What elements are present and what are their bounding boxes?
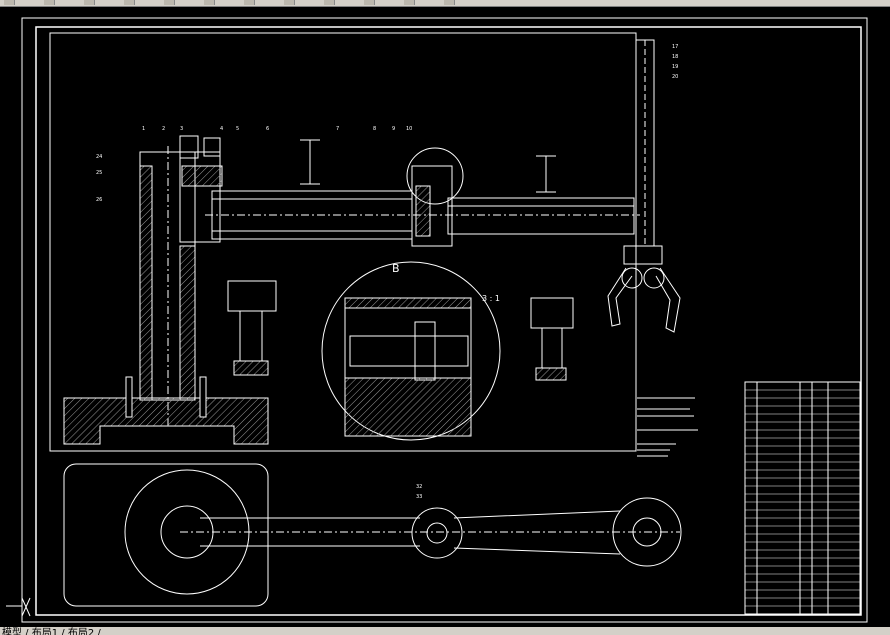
gripper-finger-right (655, 267, 681, 333)
detail-right-base (535, 367, 567, 381)
drawing-area[interactable]: 1 2 3 4 5 6 7 8 9 10 17 18 19 20 24 25 2… (0, 6, 890, 627)
inner-border (35, 26, 862, 616)
callout-top-2: 2 (162, 126, 165, 132)
elbow-detail-circle (406, 147, 464, 205)
column-hatch-right (179, 245, 196, 401)
front-view-frame (49, 32, 637, 452)
detail-view-left (227, 280, 277, 376)
plan-arm-outline (200, 510, 621, 555)
joint-1-cap (179, 135, 199, 159)
base (63, 397, 269, 445)
detail-right-shaft (541, 327, 563, 369)
scale-label: 3 : 1 (482, 294, 500, 303)
technical-notes (637, 397, 698, 457)
detail-left-top (227, 280, 277, 312)
front-view (63, 39, 681, 445)
detail-b-label: B (392, 262, 400, 275)
redo-icon[interactable] (204, 0, 215, 5)
detail-right-top (530, 297, 574, 329)
callout-top-4: 4 (220, 126, 223, 132)
callout-top-9: 9 (392, 126, 395, 132)
layer-icon[interactable] (364, 0, 375, 5)
callout-left-24: 24 (96, 154, 102, 160)
callout-plan-33: 33 (416, 494, 422, 500)
plan-base-plate (63, 463, 269, 607)
callout-left-25: 25 (96, 170, 102, 176)
bolt-left (125, 376, 133, 418)
outer-border (21, 17, 868, 623)
callout-right-20: 20 (672, 74, 678, 80)
gripper-body (623, 245, 663, 265)
pan-icon[interactable] (244, 0, 255, 5)
parts-list-rows (745, 389, 860, 607)
callout-top-7: 7 (336, 126, 339, 132)
zoom-icon[interactable] (284, 0, 295, 5)
detail-left-shaft (239, 310, 263, 362)
callout-top-5: 5 (236, 126, 239, 132)
undo-icon[interactable] (164, 0, 175, 5)
plan-joint-mid-outer (411, 507, 463, 559)
detail-b-shaft (349, 335, 469, 367)
plan-joint-mid-inner (426, 522, 448, 544)
ucs-icon (6, 597, 31, 617)
column-hatch-left (139, 165, 153, 401)
print-icon[interactable] (124, 0, 135, 5)
cad-drawing: 1 2 3 4 5 6 7 8 9 10 17 18 19 20 24 25 2… (6, 17, 868, 623)
detail-b-bolt (414, 321, 436, 381)
joint-1-housing (179, 151, 221, 243)
callout-right-18: 18 (672, 54, 678, 60)
callout-top-6: 6 (266, 126, 269, 132)
callout-right-17: 17 (672, 44, 678, 50)
style-icon[interactable] (444, 0, 455, 5)
section-marker-1 (300, 139, 320, 185)
properties-icon[interactable] (324, 0, 335, 5)
callout-plan-32: 32 (416, 484, 422, 490)
save-icon[interactable] (84, 0, 95, 5)
joint-1-nut (203, 137, 221, 157)
gripper-roller-right (643, 267, 665, 289)
section-marker-2 (536, 155, 556, 193)
detail-view-right (530, 297, 574, 381)
callouts: 1 2 3 4 5 6 7 8 9 10 17 18 19 20 24 25 2… (96, 44, 678, 500)
callout-left-26: 26 (96, 197, 102, 203)
detail-b (321, 261, 501, 441)
gripper-finger-left (607, 267, 633, 327)
layout-tabs[interactable]: 模型 / 布局1 / 布局2 / (2, 628, 101, 635)
status-bar: 模型 / 布局1 / 布局2 / (0, 627, 890, 635)
open-icon[interactable] (44, 0, 55, 5)
detail-b-hatch-top (344, 297, 472, 309)
joint-1-hatch (181, 165, 223, 187)
detail-left-base (233, 360, 269, 376)
elbow-hatch (415, 185, 431, 237)
callout-top-1: 1 (142, 126, 145, 132)
detail-b-circle (321, 261, 501, 441)
parts-list (744, 381, 861, 615)
callout-right-19: 19 (672, 64, 678, 70)
callout-top-8: 8 (373, 126, 376, 132)
detail-b-lower (344, 377, 472, 437)
gripper-roller-left (621, 267, 643, 289)
parts-list-frame (744, 381, 861, 615)
plan-view (63, 463, 682, 607)
toolbar (0, 0, 890, 7)
arm-2 (447, 197, 635, 235)
new-icon[interactable] (4, 0, 15, 5)
match-icon[interactable] (404, 0, 415, 5)
callout-top-3: 3 (180, 126, 183, 132)
bolt-right (199, 376, 207, 418)
callout-top-10: 10 (406, 126, 412, 132)
